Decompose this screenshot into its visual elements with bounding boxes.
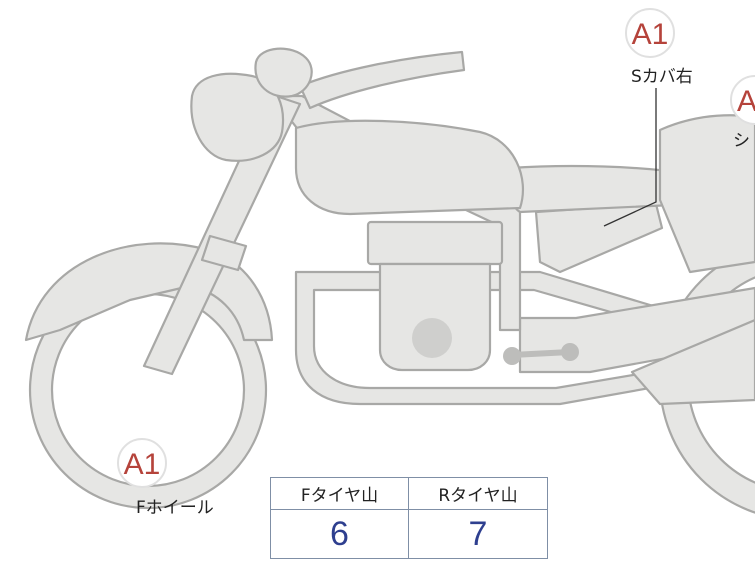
engine-cover-circle: [412, 318, 452, 358]
callout-label-side-cover: Sカバ右: [631, 67, 693, 87]
front-fork: [142, 92, 302, 376]
value-front-tire-tread: 6: [271, 510, 409, 558]
engine-case: [378, 262, 492, 372]
tire-tread-table: Fタイヤ山 Rタイヤ山 6 7: [270, 477, 548, 559]
callout-label-seat: シ: [733, 131, 750, 151]
handlebar: [298, 50, 466, 110]
header-front-tire-tread: Fタイヤ山: [271, 478, 409, 510]
brake-lever: [509, 349, 573, 358]
rear-frame: [630, 318, 755, 406]
svg-text:A1: A1: [124, 448, 161, 481]
header-rear-tire-tread: Rタイヤ山: [409, 478, 547, 510]
engine-cylinder: [366, 220, 504, 266]
callout-badge-front-wheel: A1: [117, 438, 167, 488]
svg-text:A1: A1: [632, 18, 669, 51]
fork-clamp: [200, 234, 248, 272]
callout-badge-side-cover: A1: [625, 8, 675, 58]
headlight: [190, 72, 284, 162]
value-rear-tire-tread: 7: [468, 514, 488, 553]
callout-badge-seat: A: [730, 75, 755, 125]
svg-text:A: A: [737, 85, 755, 118]
side-cover-right: [534, 202, 664, 274]
callout-label-front-wheel: Fホイール: [136, 498, 214, 518]
speedometer: [254, 47, 313, 98]
leader-line: [603, 88, 657, 227]
fuel-tank: [294, 119, 525, 216]
